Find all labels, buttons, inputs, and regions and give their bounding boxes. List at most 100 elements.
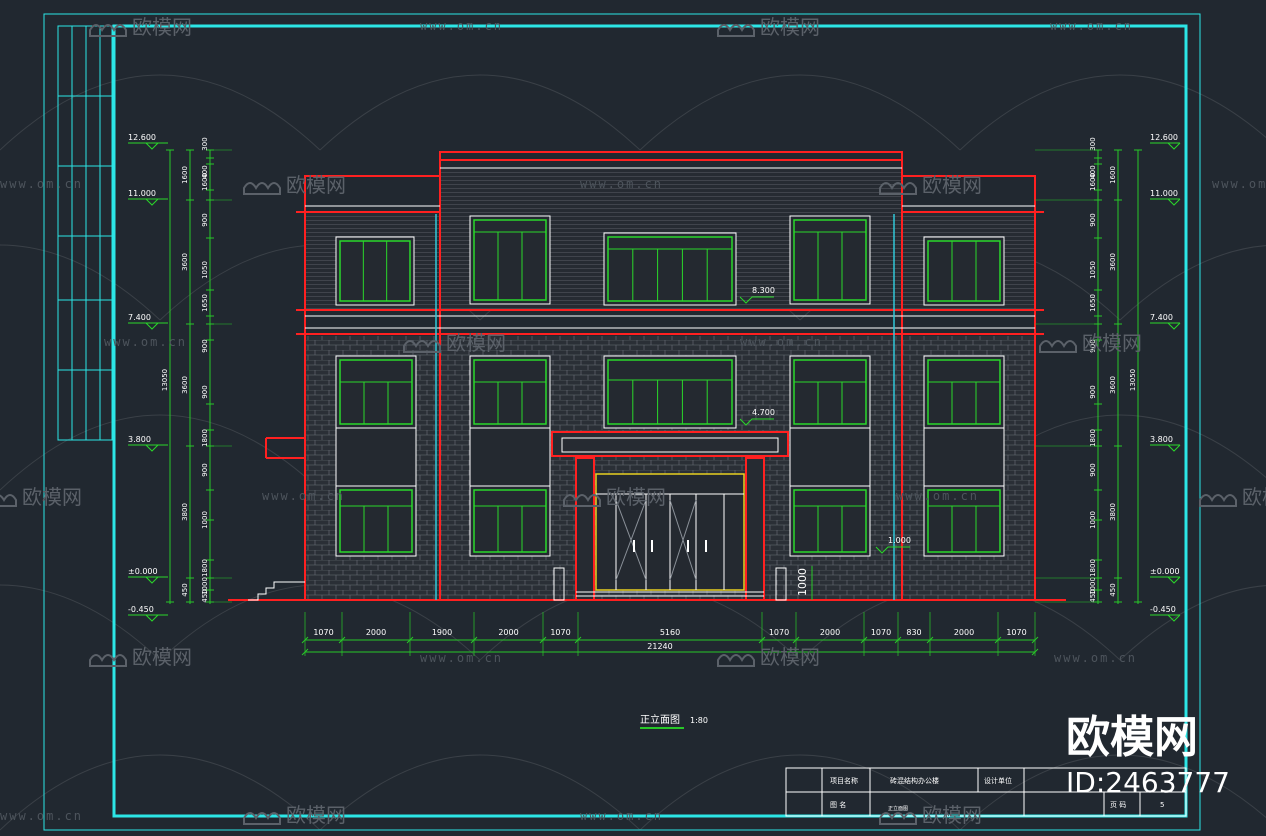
building-outline — [228, 151, 1066, 601]
elevation-label: 7.400 — [128, 313, 151, 322]
dim-label: 900 — [201, 339, 209, 352]
window-frame — [469, 355, 551, 429]
dim-total-label: 13050 — [161, 369, 169, 391]
dim-tick — [301, 648, 309, 656]
entrance — [248, 431, 789, 601]
elevation-label: 7.400 — [1150, 313, 1173, 322]
elevation-triangle — [145, 198, 159, 206]
watermark-url: www.om.cn — [1050, 19, 1133, 33]
dim-label: 2000 — [820, 628, 840, 637]
window-sash — [927, 240, 1001, 302]
watermarks: 欧模网欧模网欧模网欧模网欧模网欧模网欧模网欧模网欧模网欧模网欧模网欧模网欧模网w… — [0, 15, 1266, 827]
watermark-url: www.om.cn — [0, 809, 83, 823]
dim-label: 450 — [1109, 583, 1117, 596]
elevation-label: -0.450 — [128, 605, 154, 614]
window-sash — [473, 219, 547, 301]
dim-label: 900 — [1089, 385, 1097, 398]
dim-tick — [894, 636, 902, 644]
elevation-label: ±0.000 — [1150, 567, 1180, 576]
window-frame — [603, 232, 737, 306]
dim-label: 1000 — [1089, 511, 1097, 529]
step-height-marker: 1000 — [796, 566, 813, 600]
dim-label: 1050 — [201, 261, 209, 279]
dim-label: 900 — [201, 463, 209, 476]
window-frame — [789, 215, 871, 305]
watermark-sofa-icon — [0, 494, 17, 507]
drawing-name-label: 图 名 — [830, 800, 846, 809]
watermark-sofa-icon — [563, 494, 601, 507]
window-sash — [339, 489, 413, 553]
window — [469, 215, 551, 305]
dim-label: 1650 — [201, 294, 209, 312]
dim-label: 400 — [1089, 165, 1097, 178]
watermark-text: 欧模网 — [922, 803, 982, 827]
dim-label: 1600 — [181, 166, 189, 184]
dim-label: 1800 — [201, 429, 209, 447]
window-sash — [927, 489, 1001, 553]
page-label: 页 码 — [1110, 801, 1126, 809]
window-sash — [339, 359, 413, 425]
elevation-label: 3.800 — [128, 435, 151, 444]
window — [469, 485, 551, 557]
horizontal-total: 21240 — [647, 642, 672, 651]
dim-tick — [1031, 648, 1039, 656]
drawing-title: 正立面图 1:80 — [640, 713, 708, 729]
elevation-label: 4.700 — [752, 408, 775, 417]
watermark-url: www.om.cn — [0, 177, 83, 191]
watermark-text: 欧模网 — [606, 485, 666, 509]
window-frame — [789, 355, 871, 429]
window-sash — [339, 240, 411, 302]
elevation-mark — [739, 296, 774, 304]
outer-frame — [43, 13, 1201, 831]
watermark-text: 欧模网 — [132, 645, 192, 669]
dim-label: 3600 — [181, 253, 189, 271]
window-sash — [473, 359, 547, 425]
watermark-text: 欧模网 — [760, 645, 820, 669]
watermark-url: www.om.cn — [1054, 651, 1137, 665]
window-frame — [335, 355, 417, 429]
watermark-url: www.om.cn — [580, 177, 663, 191]
dim-tick — [539, 636, 547, 644]
window-frame — [923, 355, 1005, 429]
dim-label: 1050 — [1089, 261, 1097, 279]
watermark-text: 欧模网 — [446, 331, 506, 355]
window-frame — [469, 215, 551, 305]
watermark-sofa-icon — [243, 812, 281, 825]
watermark-url: www.om.cn — [262, 489, 345, 503]
dim-label: 3600 — [1109, 253, 1117, 271]
dim-label: 300 — [201, 137, 209, 150]
watermark-text: 欧模网 — [286, 803, 346, 827]
project-name-label: 项目名称 — [830, 776, 858, 785]
watermark-sofa-icon — [879, 182, 917, 195]
horizontal-dimensions — [305, 639, 1035, 653]
left-dimensions — [169, 150, 211, 604]
design-unit-label: 设计单位 — [984, 776, 1012, 785]
window — [335, 355, 417, 429]
dim-label: 900 — [1089, 213, 1097, 226]
window — [469, 355, 551, 429]
dim-label: 450 — [181, 583, 189, 596]
watermark-sofa-icon — [717, 24, 755, 37]
elevation-triangle — [1167, 198, 1181, 206]
dim-label: 1650 — [1089, 294, 1097, 312]
watermark-sofa-icon — [243, 182, 281, 195]
dim-tick — [1031, 636, 1039, 644]
window-sash — [927, 359, 1001, 425]
dim-label: 1900 — [432, 628, 452, 637]
dim-label: 3600 — [1109, 376, 1117, 394]
left-dimension-ticks: 3004001600900105016509009001800900100018… — [161, 137, 232, 603]
window — [923, 355, 1005, 429]
window-sash — [793, 219, 867, 301]
elevation-label: 1.000 — [888, 536, 911, 545]
step-height-label: 1000 — [796, 568, 809, 596]
window-sash — [473, 489, 547, 553]
revision-strip — [57, 25, 113, 441]
window — [789, 485, 871, 557]
window-frame — [335, 485, 417, 557]
elevation-triangle — [1167, 614, 1181, 622]
elevation-label: ±0.000 — [128, 567, 158, 576]
dim-tick — [994, 636, 1002, 644]
